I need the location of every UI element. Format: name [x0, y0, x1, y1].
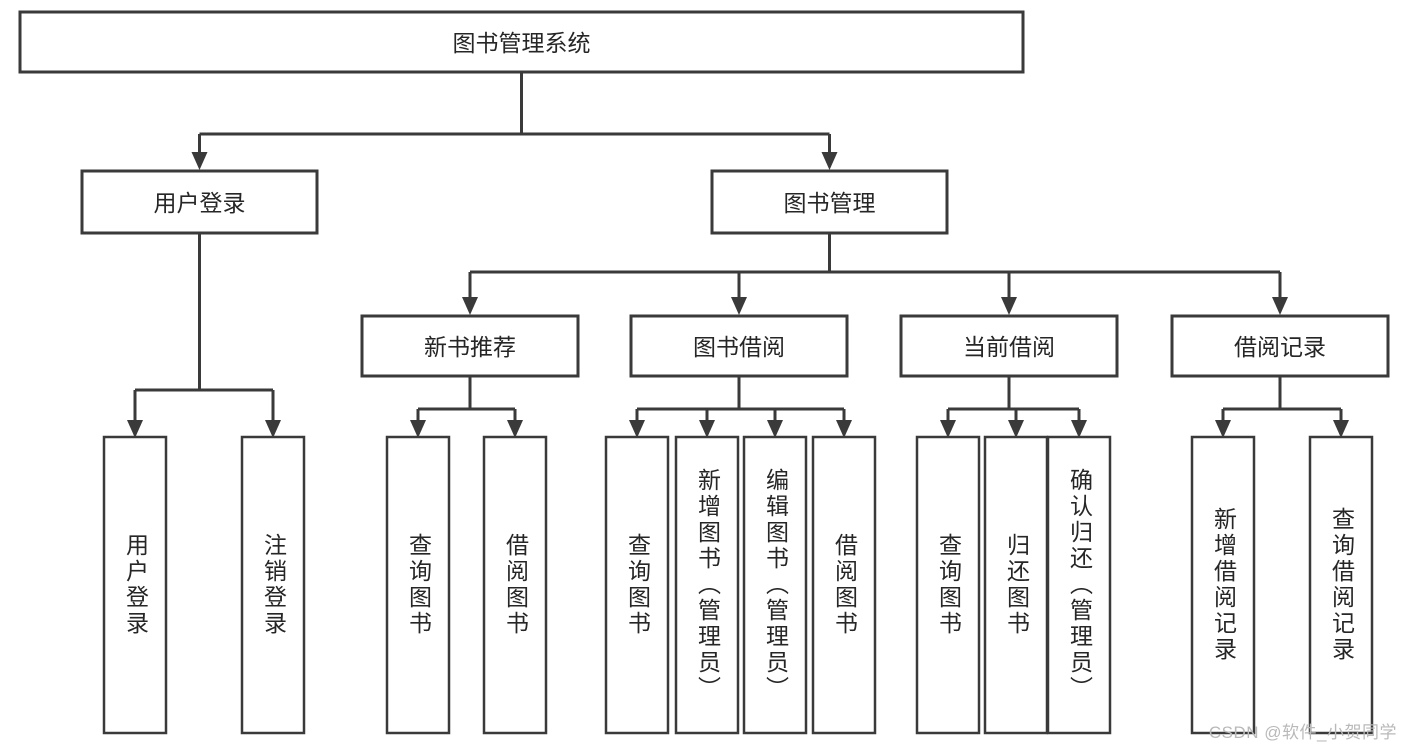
node-label-user-login: 用户登录	[154, 190, 246, 216]
node-root[interactable]	[18, 10, 1025, 74]
node-leaf-add-book[interactable]	[674, 435, 740, 735]
connector-group	[127, 72, 1349, 438]
arrowhead-icon	[1272, 297, 1288, 315]
arrowhead-icon	[767, 420, 783, 438]
arrowhead-icon	[1215, 420, 1231, 438]
node-leaf-edit-book[interactable]	[742, 435, 808, 735]
arrowhead-icon	[629, 420, 645, 438]
arrowhead-icon	[1071, 420, 1087, 438]
node-leaf-user-login[interactable]	[102, 435, 168, 735]
node-label-new-book-rec: 新书推荐	[424, 334, 516, 360]
node-current-borrow[interactable]	[899, 314, 1119, 378]
node-leaf-return-book[interactable]	[983, 435, 1049, 735]
arrowhead-icon	[410, 420, 426, 438]
node-leaf-query-record[interactable]	[1308, 435, 1374, 735]
node-book-manage[interactable]	[710, 169, 949, 235]
arrowhead-icon	[1008, 420, 1024, 438]
arrowhead-icon	[940, 420, 956, 438]
arrowhead-icon	[836, 420, 852, 438]
node-leaf-borrow-book-2[interactable]	[811, 435, 877, 735]
node-label-book-manage: 图书管理	[784, 190, 876, 216]
node-leaf-query-book-2[interactable]	[604, 435, 670, 735]
arrowhead-icon	[507, 420, 523, 438]
arrowhead-icon	[462, 297, 478, 315]
node-user-login[interactable]	[80, 169, 319, 235]
csdn-watermark: CSDN @软件_小贺同学	[1208, 723, 1397, 742]
node-leaf-add-record[interactable]	[1190, 435, 1256, 735]
node-label-book-borrow: 图书借阅	[693, 334, 785, 360]
arrowhead-icon	[731, 297, 747, 315]
arrowhead-icon	[821, 152, 838, 170]
node-new-book-rec[interactable]	[360, 314, 580, 378]
node-label-current-borrow: 当前借阅	[963, 334, 1055, 360]
node-leaf-confirm-return[interactable]	[1046, 435, 1112, 735]
node-leaf-user-logout[interactable]	[240, 435, 306, 735]
node-book-borrow[interactable]	[629, 314, 849, 378]
arrowhead-icon	[1001, 297, 1017, 315]
arrowhead-icon	[265, 420, 281, 438]
arrowhead-icon	[127, 420, 143, 438]
node-leaf-query-book-1[interactable]	[385, 435, 451, 735]
node-leaf-borrow-book-1[interactable]	[482, 435, 548, 735]
node-borrow-record[interactable]	[1170, 314, 1390, 378]
arrowhead-icon	[191, 152, 208, 170]
node-leaf-query-book-3[interactable]	[915, 435, 981, 735]
node-box-group	[18, 10, 1390, 735]
node-label-root: 图书管理系统	[453, 30, 591, 56]
arrowhead-icon	[1333, 420, 1349, 438]
node-label-borrow-record: 借阅记录	[1234, 334, 1326, 360]
arrowhead-icon	[699, 420, 715, 438]
